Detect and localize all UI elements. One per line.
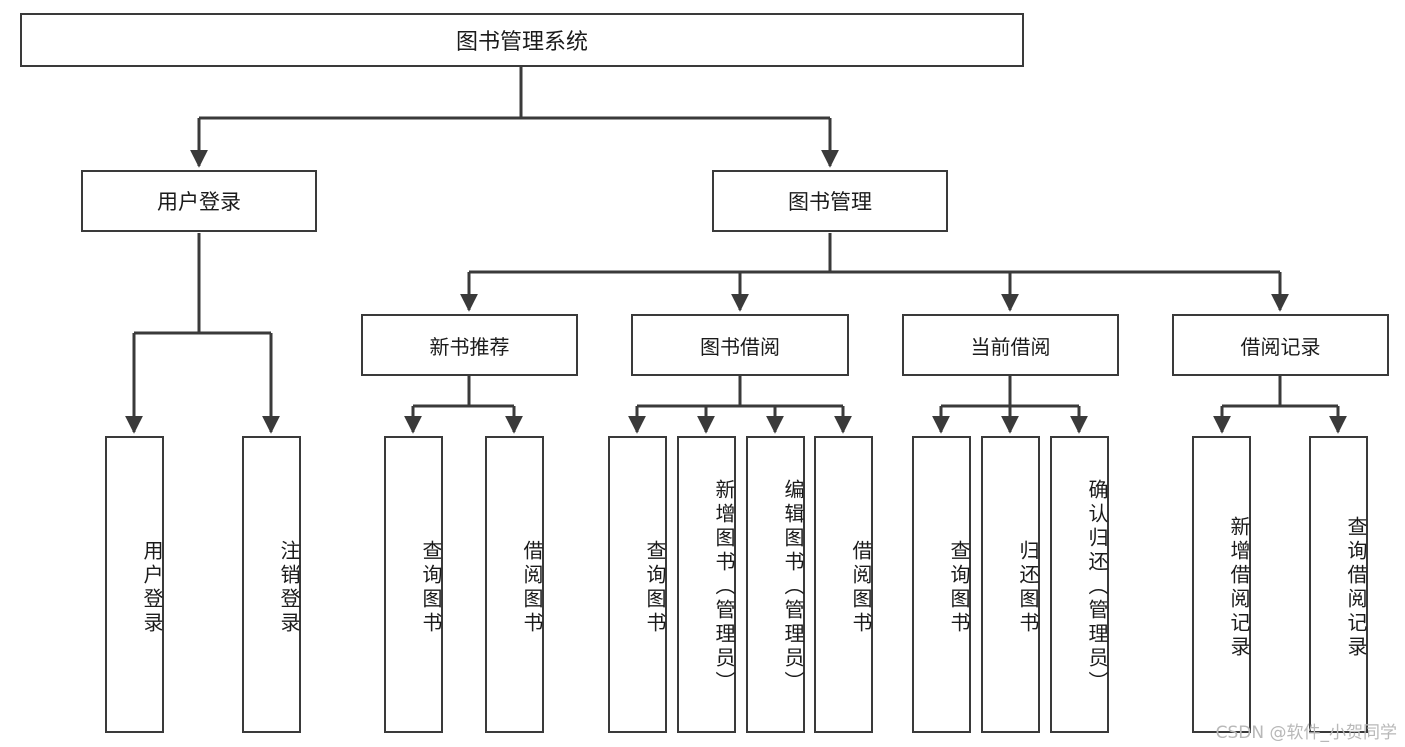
watermark-text: CSDN @软件_小贺同学 (1215, 723, 1397, 743)
node-label: 图书借阅 (700, 334, 780, 359)
node-borrow-records[interactable]: 借阅记录 (1172, 314, 1389, 376)
node-label: 图书管理 (788, 190, 872, 214)
node-label: 编辑图书（管理员） (781, 478, 805, 695)
node-label: 新增借阅记录 (1227, 515, 1251, 660)
leaf-add-borrow-record[interactable]: 新增借阅记录 (1192, 436, 1251, 733)
leaf-confirm-return-admin[interactable]: 确认归还（管理员） (1050, 436, 1109, 733)
leaf-borrow-books-recommend[interactable]: 借阅图书 (485, 436, 544, 733)
node-current-borrow[interactable]: 当前借阅 (902, 314, 1119, 376)
node-label: 注销登录 (277, 539, 301, 636)
node-label: 新书推荐 (429, 334, 510, 359)
leaf-query-books-recommend[interactable]: 查询图书 (384, 436, 443, 733)
node-label: 查询借阅记录 (1344, 515, 1368, 660)
node-book-management[interactable]: 图书管理 (712, 170, 948, 232)
node-label: 查询图书 (947, 539, 971, 636)
node-label: 借阅图书 (849, 539, 873, 636)
leaf-borrow-books[interactable]: 借阅图书 (814, 436, 873, 733)
node-label: 用户登录 (157, 190, 241, 214)
node-label: 新增图书（管理员） (712, 478, 736, 695)
leaf-query-borrow-record[interactable]: 查询借阅记录 (1309, 436, 1368, 733)
leaf-query-books-borrow[interactable]: 查询图书 (608, 436, 667, 733)
node-book-borrow[interactable]: 图书借阅 (631, 314, 849, 376)
node-label: 查询图书 (643, 539, 667, 636)
node-label: 用户登录 (140, 539, 164, 636)
leaf-logout[interactable]: 注销登录 (242, 436, 301, 733)
leaf-user-login[interactable]: 用户登录 (105, 436, 164, 733)
node-user-login[interactable]: 用户登录 (81, 170, 317, 232)
node-label: 借阅记录 (1240, 334, 1321, 359)
node-label: 图书管理系统 (455, 30, 588, 55)
node-new-book-recommend[interactable]: 新书推荐 (361, 314, 578, 376)
node-label: 查询图书 (419, 539, 443, 636)
leaf-return-books[interactable]: 归还图书 (981, 436, 1040, 733)
node-root-system[interactable]: 图书管理系统 (20, 13, 1024, 67)
node-label: 确认归还（管理员） (1085, 478, 1109, 695)
leaf-edit-book-admin[interactable]: 编辑图书（管理员） (746, 436, 805, 733)
node-label: 归还图书 (1016, 539, 1040, 636)
node-label: 当前借阅 (970, 334, 1051, 359)
node-label: 借阅图书 (520, 539, 544, 636)
leaf-query-books-current[interactable]: 查询图书 (912, 436, 971, 733)
leaf-add-book-admin[interactable]: 新增图书（管理员） (677, 436, 736, 733)
